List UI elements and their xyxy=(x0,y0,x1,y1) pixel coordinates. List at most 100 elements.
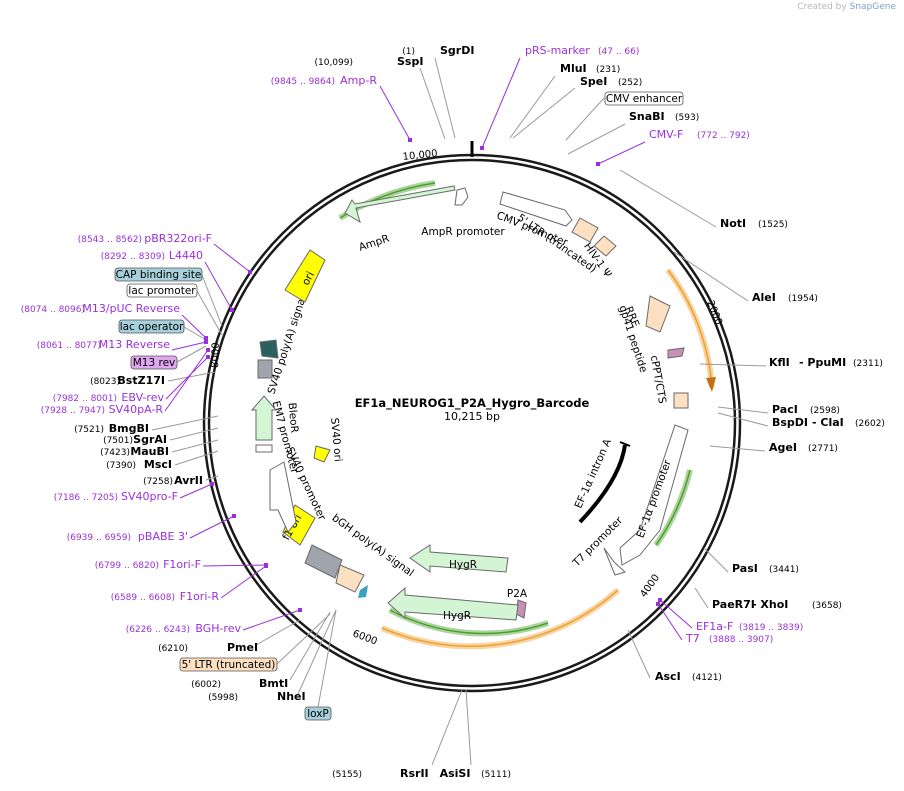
site-pos-spei: (252) xyxy=(618,78,642,88)
box-frame-lac-promoter xyxy=(126,283,198,298)
leader-snabi xyxy=(567,123,626,155)
box-label-loxp: loxP xyxy=(307,708,329,720)
site-kfli: KflI- PpuMI(2311) xyxy=(769,356,883,369)
site-asisi: (5111)AsiSI xyxy=(440,767,511,780)
primer-name-l4440: L4440 xyxy=(169,249,203,262)
site-bspdi: BspDI- ClaI(2602) xyxy=(772,416,885,429)
primer-bgh-rev: BGH-rev(6226 .. 6243) xyxy=(126,608,302,635)
site-pos-rsrii: (5155) xyxy=(332,770,362,780)
primer-f1ori-r: F1ori-R(6589 .. 6608) xyxy=(111,564,268,603)
box-m13-rev: M13 rev xyxy=(130,355,178,370)
primer-leader-t7 xyxy=(657,603,683,641)
tick-label-4000: 4000 xyxy=(638,573,662,600)
site-labels: (1)SgrDI(10,099)SspIMluI(231)SpeI(252)Sn… xyxy=(21,44,885,780)
box-leader-lac-operator xyxy=(183,326,207,341)
primer-name-f1ori-r: F1ori-R xyxy=(180,590,220,603)
tick-label-8000: 8000 xyxy=(210,342,222,368)
orange-arc-ef1a-upstream xyxy=(667,269,713,389)
site-name-spei: SpeI xyxy=(580,75,607,88)
leader-msci xyxy=(174,450,219,466)
orange-arc-ef1a-upstream-glow xyxy=(665,268,715,389)
site-name-maubi: MauBI xyxy=(130,445,169,458)
feature-label-ampr-0: AmpR xyxy=(357,233,391,254)
feature-label-cppt-cts-7: cPPT/CTS xyxy=(648,354,668,404)
feature-label-sv40-ori-19: SV40 ori xyxy=(328,417,344,462)
site-name-bstz17i: BstZ17I xyxy=(117,374,165,387)
box-cmv-enhancer: CMV enhancer xyxy=(604,91,684,106)
primer-name-amp-r: Amp-R xyxy=(340,74,377,87)
primer-name-pbabe-3: pBABE 3' xyxy=(138,530,188,543)
leader-paer7i xyxy=(694,587,709,609)
leader-sspi xyxy=(419,67,446,140)
plasmid-size: 10,215 bp xyxy=(444,410,500,423)
site-spei: SpeI (252) xyxy=(580,75,642,88)
box-cap-binding-site: CAP binding site xyxy=(114,267,203,282)
primer-mark-cmv-f xyxy=(596,162,600,166)
site-alei: AleI (1954) xyxy=(752,291,818,304)
site-name-sgrdi: SgrDI xyxy=(440,44,474,57)
feature-shape-8 xyxy=(619,424,689,566)
leader-pasi xyxy=(703,547,729,573)
box-leader-lac-promoter xyxy=(196,290,223,336)
primer-amp-r: Amp-R (9845 .. 9864) xyxy=(271,74,412,142)
feature-label-ori-21: ori xyxy=(300,270,317,288)
site-pasi: PasI(3441) xyxy=(732,562,799,575)
leader-avrii xyxy=(205,475,219,481)
primer-pos-f1ori-f: (6799 .. 6820) xyxy=(95,561,159,571)
primer-leader-f1ori-f xyxy=(202,564,267,567)
site-noti: NotI(1525) xyxy=(720,217,788,230)
primer-sv40pa-r: SV40pA-R(7928 .. 7947) xyxy=(41,348,210,416)
leader-alei xyxy=(673,251,749,302)
primer-pos-prs-marker: (47 .. 66) xyxy=(598,47,639,57)
primer-pos-m13-puc-reverse: (8074 .. 8096) xyxy=(21,305,85,315)
site-name-rsrii: RsrII xyxy=(400,767,429,780)
primer-name-m13-reverse: M13 Reverse xyxy=(99,338,170,351)
primer-leader-sv40pa-r xyxy=(164,349,209,412)
site-pos-alei: (1954) xyxy=(788,294,818,304)
primer-pos-t7: (3888 .. 3907) xyxy=(709,635,773,645)
primer-pos-amp-r: (9845 .. 9864) xyxy=(271,77,335,87)
site-pos-agei: (2771) xyxy=(808,444,838,454)
site-name-sspi: SspI xyxy=(397,55,423,68)
ef1a-intron-cap xyxy=(619,441,631,447)
site-name-pmei: PmeI xyxy=(227,641,258,654)
primer-mark-amp-r xyxy=(408,138,412,142)
primer-mark-m13-puc-reverse xyxy=(204,336,208,340)
site-name-snabi: SnaBI xyxy=(629,110,665,123)
box-leader-m13-rev xyxy=(176,345,207,363)
primer-m13-reverse: M13 Reverse(8061 .. 8077) xyxy=(37,338,208,351)
label-leader-lines xyxy=(151,57,769,766)
leader-maubi xyxy=(171,439,219,453)
primer-name-sv40pa-r: SV40pA-R xyxy=(109,403,164,416)
primer-prs-marker: pRS-marker(47 .. 66) xyxy=(480,44,639,150)
site-pos-nhei: (5998) xyxy=(208,693,238,703)
site-pos-asisi: (5111) xyxy=(481,770,511,780)
site-rsrii: (5155) RsrII xyxy=(332,767,429,780)
feature-shape-3 xyxy=(571,217,599,243)
box-frame-cmv-enhancer xyxy=(604,91,684,106)
snapgene-watermark: Created by SnapGene xyxy=(797,2,896,12)
primer-leader-l4440 xyxy=(204,261,233,311)
site-mlui: MluI(231) xyxy=(560,62,620,75)
feature-shape-7 xyxy=(673,392,689,409)
site-bmti: (6002)BmtI xyxy=(191,677,288,690)
primer-leader-m13-reverse xyxy=(171,341,207,351)
site-name-alei: AleI xyxy=(752,291,776,304)
primer-name-sv40pro-f: SV40pro-F xyxy=(121,490,178,503)
leader-bspdi xyxy=(717,412,769,427)
leader-spei xyxy=(512,87,576,139)
primer-leader-sv40pro-f xyxy=(179,483,213,499)
site-pos-avrii: (7258) xyxy=(143,477,173,487)
primer-leader-ebv-rev xyxy=(165,356,209,400)
backbone-inner xyxy=(207,158,737,688)
site-pmei: (6210)PmeI xyxy=(158,641,258,654)
box-frame-lac-operator xyxy=(118,319,185,334)
primer-leader-pbr322ori-f xyxy=(213,243,251,273)
site-name-bmgbi: BmgBI xyxy=(109,422,149,435)
site-pos-bstz17i: (8023) xyxy=(90,377,120,387)
primer-leader-bgh-rev xyxy=(242,609,301,631)
site-name-pasi: PasI xyxy=(732,562,758,575)
primer-mark-sv40pa-r xyxy=(206,348,210,352)
site-sgrdi: (1)SgrDI xyxy=(402,44,474,57)
leader-paci xyxy=(717,406,769,414)
